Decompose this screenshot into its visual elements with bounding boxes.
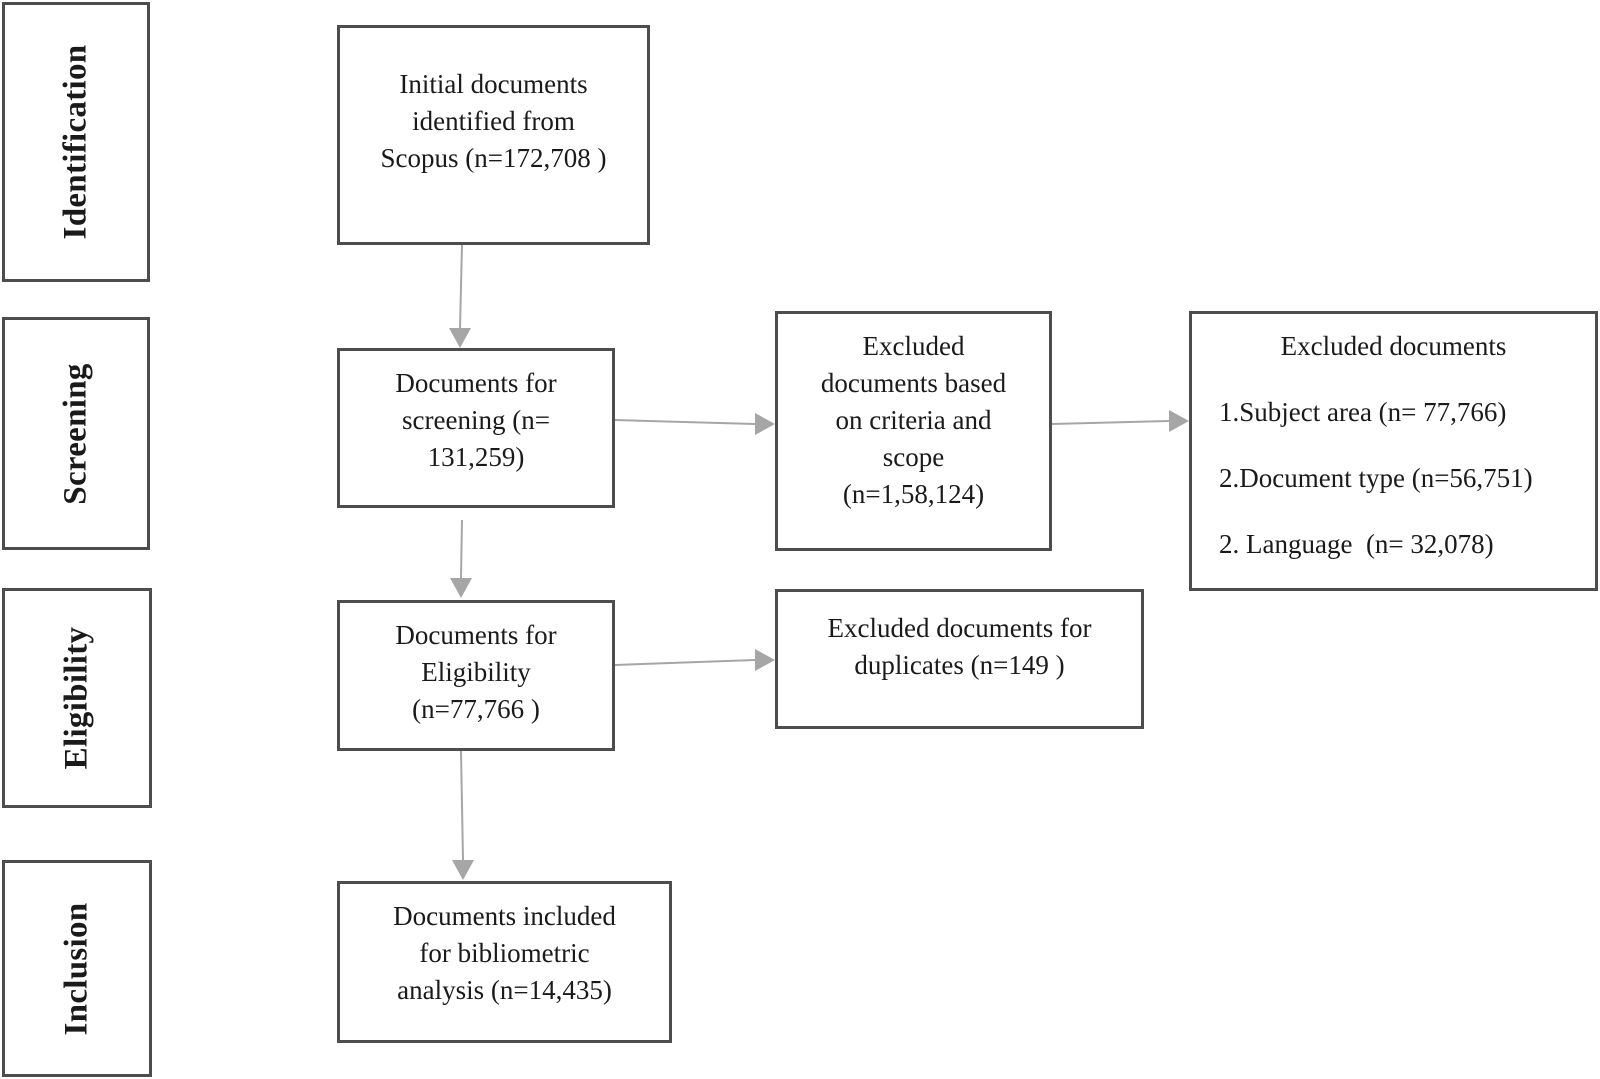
- arrowhead-right-3: [755, 649, 775, 671]
- box-excluded-criteria-line: Excluded: [862, 331, 965, 361]
- box-excluded-duplicates-line: Excluded documents for: [827, 613, 1092, 643]
- arrow-eligibility-to-included: [460, 750, 464, 861]
- box-documents-for-screening: Documents for screening (n= 131,259): [337, 348, 615, 508]
- box-excluded-criteria-line: on criteria and: [835, 405, 992, 435]
- box-initial-line: Scopus (n=172,708 ): [380, 143, 607, 173]
- box-screening-line: screening (n=: [402, 405, 550, 435]
- phase-eligibility: Eligibility: [2, 588, 152, 808]
- box-excluded-documents-list: Excluded documents 1.Subject area (n= 77…: [1189, 311, 1598, 591]
- phase-identification: Identification: [2, 2, 150, 282]
- arrow-eligibility-to-duplicates: [614, 659, 756, 666]
- box-documents-for-eligibility: Documents for Eligibility (n=77,766 ): [337, 600, 615, 751]
- box-documents-included: Documents included for bibliometric anal…: [337, 881, 672, 1043]
- phase-screening-label: Screening: [57, 362, 94, 505]
- phase-eligibility-label: Eligibility: [58, 626, 95, 770]
- box-excluded-list-item: 1.Subject area (n= 77,766): [1219, 397, 1507, 427]
- box-screening-line: Documents for: [395, 368, 557, 398]
- arrow-screening-to-eligibility: [460, 519, 463, 579]
- phase-screening: Screening: [2, 317, 150, 550]
- box-excluded-criteria-line: documents based: [820, 368, 1007, 398]
- box-eligibility-line: Documents for: [395, 620, 557, 650]
- box-initial-line: Initial documents: [399, 69, 588, 99]
- arrowhead-down-3: [452, 860, 474, 880]
- arrowhead-right-1: [755, 413, 775, 435]
- box-included-line: Documents included: [393, 901, 616, 931]
- box-excluded-list-title: Excluded documents: [1280, 331, 1507, 361]
- arrowhead-right-2: [1169, 410, 1189, 432]
- phase-inclusion-label: Inclusion: [58, 902, 95, 1035]
- box-excluded-duplicates-line: duplicates (n=149 ): [854, 650, 1065, 680]
- arrow-excluded-to-list: [1051, 420, 1170, 425]
- box-excluded-criteria-line: (n=1,58,124): [842, 479, 985, 509]
- box-initial-line: identified from: [412, 106, 575, 136]
- box-eligibility-line: Eligibility: [421, 657, 531, 687]
- box-screening-line: 131,259): [427, 442, 525, 472]
- phase-identification-label: Identification: [57, 44, 94, 240]
- box-initial-documents: Initial documents identified from Scopus…: [337, 25, 650, 245]
- box-included-line: analysis (n=14,435): [397, 975, 612, 1005]
- arrow-initial-to-screening: [459, 244, 463, 329]
- box-included-line: for bibliometric: [419, 938, 590, 968]
- phase-inclusion: Inclusion: [2, 860, 152, 1077]
- box-excluded-list-item: 2. Language (n= 32,078): [1219, 529, 1494, 559]
- box-excluded-criteria-line: scope: [882, 442, 945, 472]
- box-excluded-list-item: 2.Document type (n=56,751): [1219, 463, 1533, 493]
- box-excluded-criteria-scope: Excluded documents based on criteria and…: [775, 311, 1052, 551]
- arrowhead-down-2: [450, 578, 472, 598]
- arrow-screening-to-excluded: [614, 419, 756, 425]
- box-excluded-duplicates: Excluded documents for duplicates (n=149…: [775, 589, 1144, 729]
- arrowhead-down-1: [449, 328, 471, 348]
- box-eligibility-line: (n=77,766 ): [412, 694, 540, 724]
